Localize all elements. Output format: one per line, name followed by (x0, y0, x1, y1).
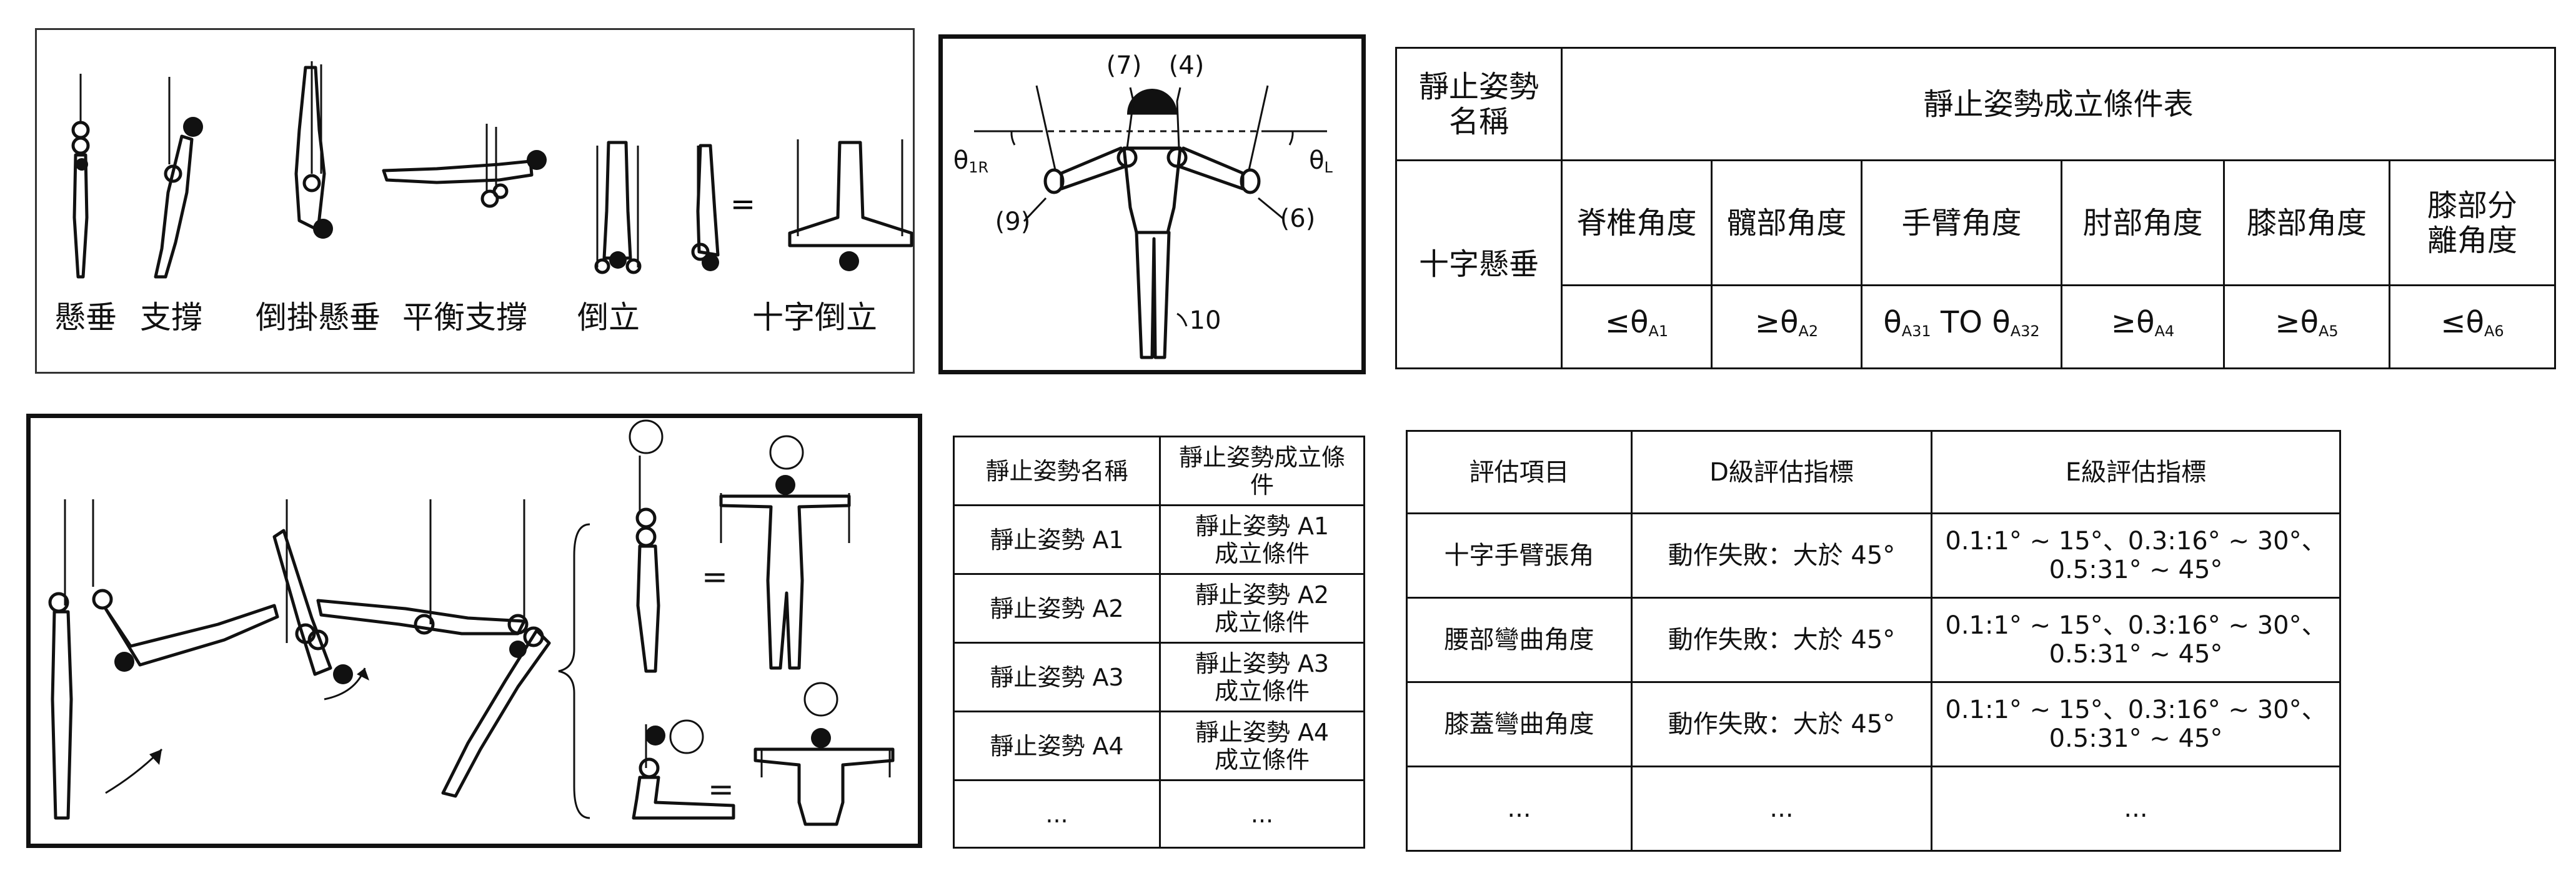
angle-figure: (7) (4) (9) (6) 10 θ1R θL (938, 34, 1366, 374)
evaluation-d-cell: 動作失敗：大於 45° (1631, 597, 1932, 683)
posture-condition-cell: 靜止姿勢 A2 成立條件 (1159, 573, 1365, 644)
condition-value: ≤θA6 (2388, 284, 2557, 369)
column-header: 膝部分離角度 (2388, 159, 2557, 286)
label-planche: 平衡支撐 (402, 299, 527, 336)
posture-name-cell: 靜止姿勢 A2 (953, 573, 1161, 644)
callout-10: 10 (1189, 306, 1221, 335)
evaluation-e-cell: 0.1:1° ~ 15°、0.3:16° ~ 30°、0.5:31° ~ 45° (1931, 597, 2341, 683)
condition-value: θA31 TO θA32 (1861, 284, 2062, 369)
label-support: 支撐 (140, 299, 202, 336)
conditions-title: 靜止姿勢成立條件表 (1560, 47, 2557, 161)
evaluation-e-cell: 0.1:1° ~ 15°、0.3:16° ~ 30°、0.5:31° ~ 45° (1931, 512, 2341, 599)
posture-condition-cell: 靜止姿勢 A3 成立條件 (1159, 642, 1365, 712)
evaluation-header: D級評估指標 (1631, 430, 1932, 514)
equals-sign-bottom: = (708, 771, 734, 807)
sequence-figure: = = (26, 414, 922, 848)
column-header: 膝部角度 (2223, 159, 2390, 286)
posture-table: 靜止姿勢名稱 靜止姿勢成立條件 靜止姿勢 A1 靜止姿勢 A1 成立條件 靜止姿… (953, 436, 1365, 849)
evaluation-header: 評估項目 (1406, 430, 1633, 514)
evaluation-table: 評估項目 D級評估指標 E級評估指標 十字手臂張角 動作失敗：大於 45° 0.… (1406, 430, 2341, 852)
evaluation-item-cell: 膝蓋彎曲角度 (1406, 681, 1633, 767)
evaluation-item-cell: ... (1406, 766, 1633, 852)
positions-figure: = 懸垂 支撐 倒掛懸垂 平衡支撐 倒立 十字倒立 (35, 28, 915, 374)
condition-value: ≥θA5 (2223, 284, 2390, 369)
evaluation-header: E級評估指標 (1931, 430, 2341, 514)
condition-value: ≥θA2 (1711, 284, 1862, 369)
evaluation-item-cell: 十字手臂張角 (1406, 512, 1633, 599)
posture-name-cell: ... (953, 779, 1161, 849)
posture-name-cell: 靜止姿勢 A1 (953, 504, 1161, 575)
posture-header: 靜止姿勢成立條件 (1159, 436, 1365, 506)
evaluation-d-cell: 動作失敗：大於 45° (1631, 512, 1932, 599)
posture-condition-cell: 靜止姿勢 A4 成立條件 (1159, 711, 1365, 781)
sequence-drawing (48, 419, 895, 826)
equals-sign-top: = (702, 559, 728, 595)
condition-value: ≥θA4 (2061, 284, 2225, 369)
angle-drawing (974, 85, 1327, 359)
posture-name-cell: 靜止姿勢 A4 (953, 711, 1161, 781)
evaluation-item-cell: 腰部彎曲角度 (1406, 597, 1633, 683)
label-hang: 懸垂 (54, 299, 117, 336)
label-handstand: 倒立 (577, 299, 640, 336)
evaluation-d-cell: 動作失敗：大於 45° (1631, 681, 1932, 767)
evaluation-d-cell: ... (1631, 766, 1932, 852)
evaluation-e-cell: ... (1931, 766, 2341, 852)
condition-value: ≤θA1 (1561, 284, 1713, 369)
callout-6: (6) (1280, 204, 1316, 233)
planche-figure (382, 124, 547, 208)
inverted-cross-figure (788, 139, 913, 271)
label-inverted-cross: 十字倒立 (752, 299, 877, 336)
positions-drawing: = (71, 61, 913, 279)
column-header: 肘部角度 (2061, 159, 2225, 286)
conditions-table: 靜止姿勢名稱 靜止姿勢成立條件表 十字懸垂 脊椎角度 髖部角度 手臂角度 肘部角… (1395, 47, 2557, 369)
posture-header: 靜止姿勢名稱 (953, 436, 1161, 506)
callout-9: (9) (995, 207, 1031, 236)
posture-condition-cell: ... (1159, 779, 1365, 849)
label-inverted-hang: 倒掛懸垂 (256, 299, 380, 336)
posture-condition-cell: 靜止姿勢 A1 成立條件 (1159, 504, 1365, 575)
handstand-figure (594, 141, 642, 274)
callout-7: (7) (1106, 51, 1142, 80)
callout-4: (4) (1168, 51, 1205, 80)
hang-figure (71, 74, 90, 279)
column-header: 髖部角度 (1711, 159, 1862, 286)
theta-right-label: θL (1309, 146, 1333, 176)
handstand-rings-figure (691, 144, 720, 271)
conditions-row-label: 十字懸垂 (1395, 159, 1563, 369)
theta-left-label: θ1R (953, 146, 989, 176)
column-header: 脊椎角度 (1561, 159, 1713, 286)
inverted-hang-figure (294, 61, 333, 239)
equals-sign: = (730, 187, 755, 222)
evaluation-e-cell: 0.1:1° ~ 15°、0.3:16° ~ 30°、0.5:31° ~ 45° (1931, 681, 2341, 767)
column-header: 手臂角度 (1861, 159, 2062, 286)
posture-name-cell: 靜止姿勢 A3 (953, 642, 1161, 712)
conditions-name-header: 靜止姿勢名稱 (1395, 47, 1563, 161)
support-figure (154, 77, 203, 279)
